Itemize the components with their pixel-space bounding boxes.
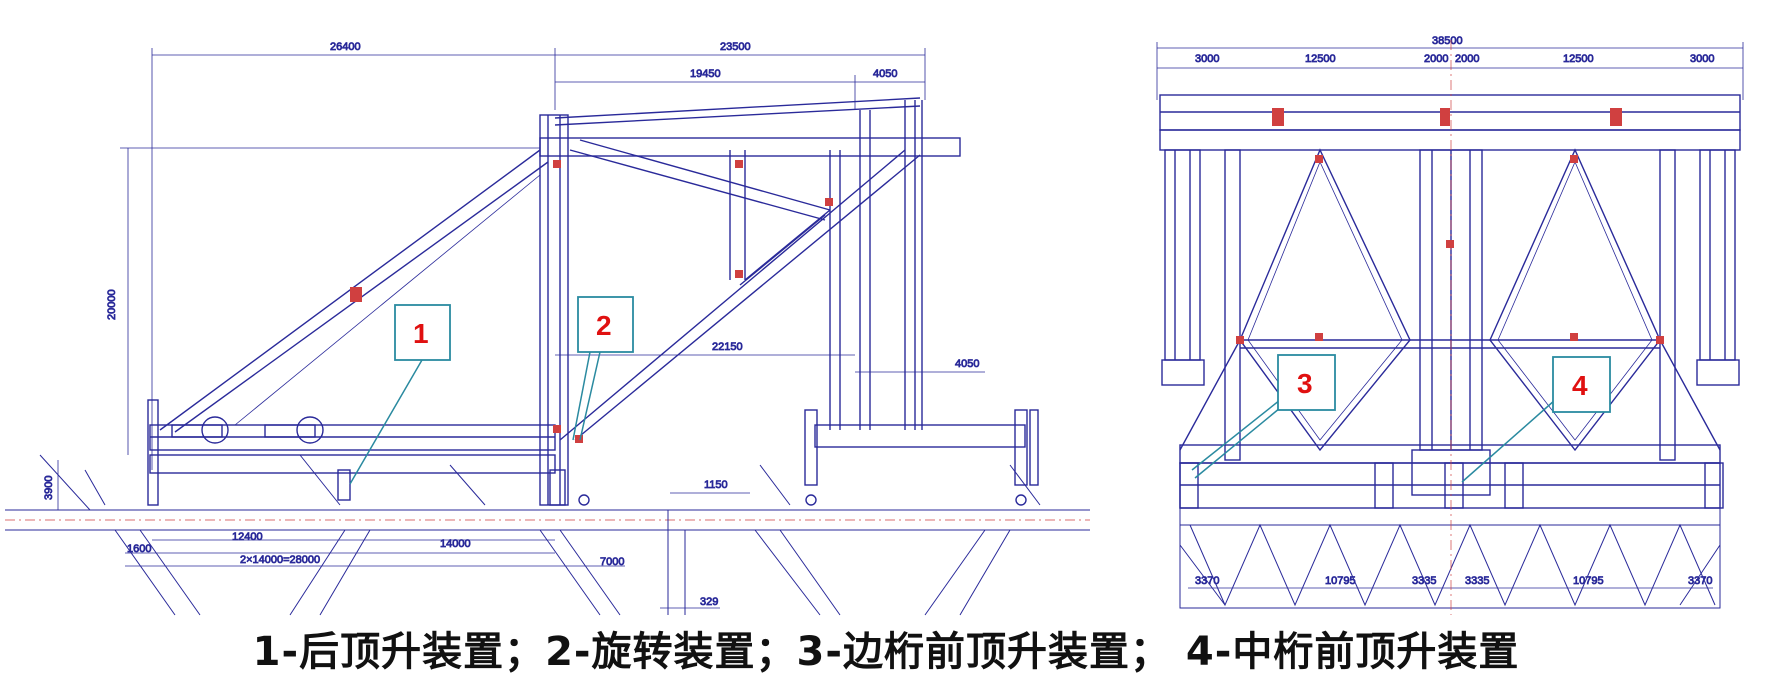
dim-bottom-b: 14000 [440, 538, 471, 550]
lower-beam [1179, 444, 1721, 509]
winch-units [171, 416, 324, 444]
dim-top-right: 23500 [720, 41, 751, 53]
dim-height: 20000 [106, 289, 118, 320]
dim-b4: 3335 [1465, 575, 1489, 587]
callout-1-label: 1 [413, 318, 429, 349]
top-boom [539, 97, 961, 157]
callout-4-label: 4 [1572, 370, 1588, 401]
joint-markers-front [1236, 108, 1664, 344]
dim-base-height: 3900 [43, 476, 55, 500]
dim-mid-right: 4050 [955, 358, 979, 370]
engineering-drawing: 26400 23500 19450 4050 20000 22150 4050 … [5, 35, 1744, 616]
bridge-truss [1179, 507, 1721, 609]
callout-1: 1 [349, 304, 451, 485]
figure-caption: 1-后顶升装置；2-旋转装置；3-边桁前顶升装置； 4-中桁前顶升装置 [252, 629, 1520, 675]
dim-seg6: 3000 [1690, 53, 1714, 65]
dim-bottom-d: 2×14000=28000 [240, 554, 320, 566]
outer-hangers [1161, 149, 1740, 386]
dim-bottom-c: 1600 [127, 543, 151, 555]
dim-seg1: 3000 [1195, 53, 1219, 65]
side-elevation-view: 26400 23500 19450 4050 20000 22150 4050 … [5, 41, 1090, 616]
support-jacks [337, 469, 590, 506]
dim-seg2: 12500 [1305, 53, 1336, 65]
hanger-columns [829, 100, 923, 430]
front-jacks [1179, 462, 1724, 509]
callout-3: 3 [1191, 354, 1336, 479]
dim-top-left: 26400 [330, 41, 361, 53]
dim-bottom-e: 7000 [600, 556, 624, 568]
inner-posts [1224, 149, 1676, 461]
dim-mid-span: 22150 [712, 341, 743, 353]
dim-b5: 10795 [1573, 575, 1604, 587]
dim-b6: 3370 [1688, 575, 1712, 587]
callout-3-label: 3 [1297, 368, 1313, 399]
callouts: 1 2 3 4 [349, 296, 1611, 485]
front-elevation-view: 38500 3000 12500 2000 2000 12500 3000 33… [1156, 35, 1744, 615]
bridge-deck [5, 454, 1090, 616]
left-top-dimensions: 26400 23500 19450 4050 20000 22150 4050 … [43, 41, 985, 609]
callout-4: 4 [1461, 356, 1611, 483]
callout-2: 2 [572, 296, 634, 441]
dim-b2: 10795 [1325, 575, 1356, 587]
front-lifting-frame [804, 409, 1039, 506]
callout-2-label: 2 [596, 310, 612, 341]
front-diagonal [559, 139, 921, 441]
dim-seg3: 2000 [1424, 53, 1448, 65]
diamond-bracing [1179, 148, 1721, 452]
right-top-dimensions: 38500 3000 12500 2000 2000 12500 3000 33… [1156, 35, 1744, 589]
dim-upper-mid: 19450 [690, 68, 721, 80]
mast-column [539, 114, 569, 506]
dim-seg5: 12500 [1563, 53, 1594, 65]
main-girder [147, 399, 556, 506]
dim-total: 38500 [1432, 35, 1463, 47]
dim-seg4: 2000 [1455, 53, 1479, 65]
dim-bottom-a: 12400 [232, 531, 263, 543]
dim-gap: 1150 [704, 479, 728, 491]
joint-markers [350, 160, 833, 443]
dim-upper-right: 4050 [873, 68, 897, 80]
dim-bottom-f: 329 [700, 596, 718, 608]
